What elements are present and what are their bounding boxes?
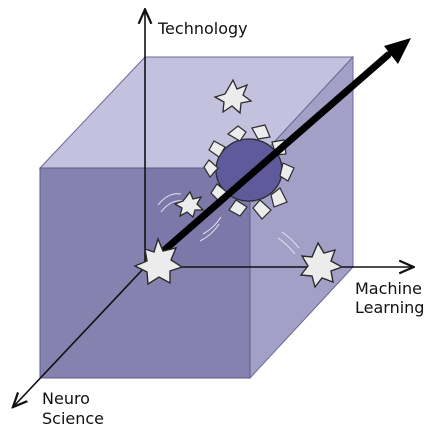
starburst-top xyxy=(213,78,253,115)
horizontal-axis-label-line2: Learning xyxy=(355,298,424,317)
arrow-icon xyxy=(141,38,411,271)
starburst-icon xyxy=(213,78,253,115)
depth-axis-label-line1: Neuro xyxy=(42,389,90,408)
starburst-small xyxy=(173,190,205,219)
hole-breakthrough-icon xyxy=(203,124,295,220)
axes xyxy=(14,11,412,406)
depth-axis xyxy=(14,266,146,406)
starburst-icon xyxy=(173,190,205,219)
cube xyxy=(38,55,355,380)
depth-axis-label-line2: Science xyxy=(42,409,104,428)
starburst-right xyxy=(299,241,344,289)
motion-lines xyxy=(157,193,300,255)
vertical-axis-label: Technology xyxy=(157,19,248,38)
starburst-icon xyxy=(299,241,344,289)
horizontal-axis-label-line1: Machine xyxy=(355,279,422,298)
starburst-origin xyxy=(133,236,184,286)
starburst-icon xyxy=(133,236,184,286)
